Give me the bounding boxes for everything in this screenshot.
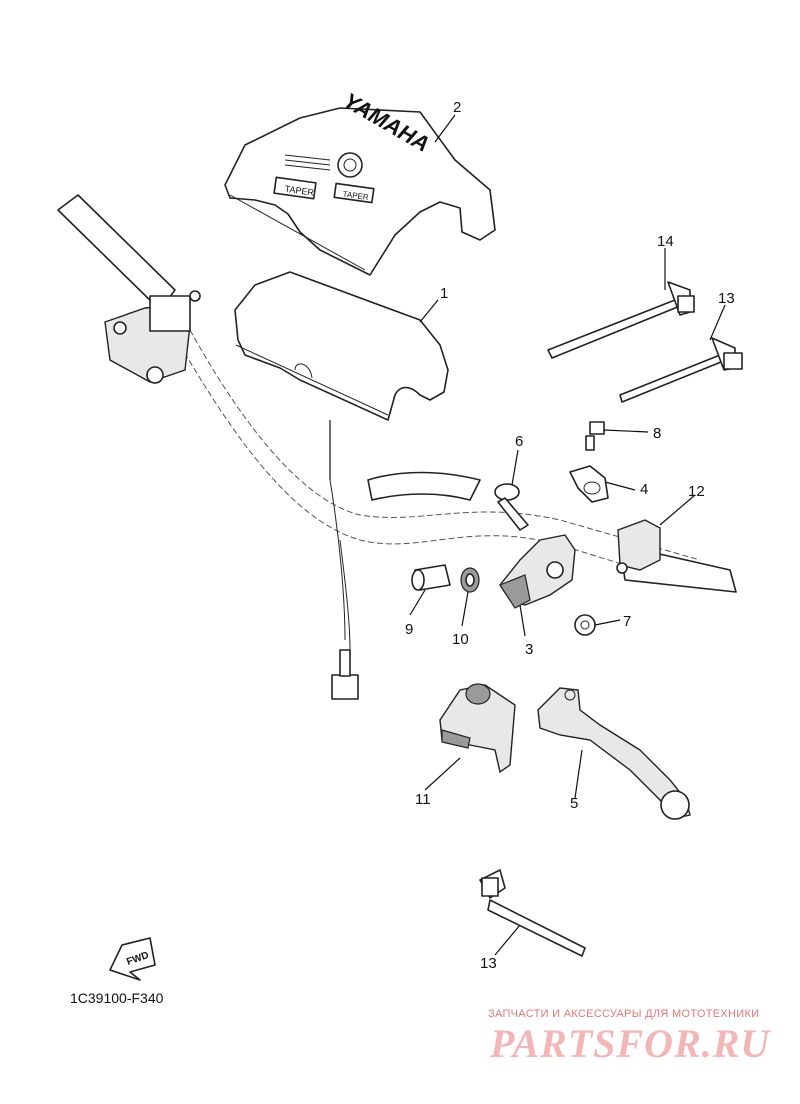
- part-11-lever-cover: [439, 683, 516, 774]
- callout-12: 12: [688, 483, 705, 500]
- cover-badge-1: TAPER: [284, 184, 315, 198]
- callout-1: 1: [440, 285, 448, 302]
- callout-13-lower: 13: [480, 955, 497, 972]
- callout-13-upper: 13: [718, 290, 735, 307]
- fwd-arrow-icon: FWD: [109, 937, 156, 981]
- callout-8: 8: [653, 425, 661, 442]
- part-3-lever-bracket: [499, 534, 576, 609]
- part-14-cable-tie: [547, 281, 695, 359]
- part-13-cable-tie-upper: [619, 337, 743, 403]
- part-10-locknut: [460, 567, 480, 593]
- watermark-brand: PARTSFOR.RU: [490, 1021, 771, 1066]
- callout-6: 6: [515, 433, 523, 450]
- drawing-code: 1C39100-F340: [70, 990, 164, 1006]
- part-6-bolt: [494, 483, 529, 531]
- callout-5: 5: [570, 795, 578, 812]
- part-13-cable-tie-lower: [479, 869, 586, 957]
- callout-4: 4: [640, 481, 648, 498]
- callout-numbers: 1 2 3 4 5 6 7 8 9 10 11 12 13 14 13: [405, 99, 735, 972]
- callout-11: 11: [415, 791, 431, 808]
- callout-7: 7: [623, 613, 631, 630]
- callout-14: 14: [657, 233, 674, 250]
- callout-10: 10: [452, 631, 469, 648]
- callout-3: 3: [525, 641, 533, 658]
- part-7-nut: [574, 614, 596, 636]
- leader-lines: [329, 114, 726, 956]
- part-12-holder: [616, 519, 661, 574]
- left-switch-housing: [104, 290, 201, 384]
- callout-2: 2: [453, 99, 461, 116]
- part-9-adjuster: [411, 564, 451, 591]
- cover-badge-2: TAPER: [342, 189, 369, 202]
- watermark-tagline: ЗАПЧАСТИ И АКСЕССУАРЫ ДЛЯ МОТОТЕХНИКИ: [488, 1008, 760, 1020]
- part-1-bar-pad: [234, 271, 449, 421]
- part-4-clamp: [569, 465, 609, 503]
- callout-9: 9: [405, 621, 413, 638]
- part-8-bolt: [585, 421, 605, 451]
- part-5-lever: [537, 687, 691, 820]
- wire-harness: [329, 420, 359, 700]
